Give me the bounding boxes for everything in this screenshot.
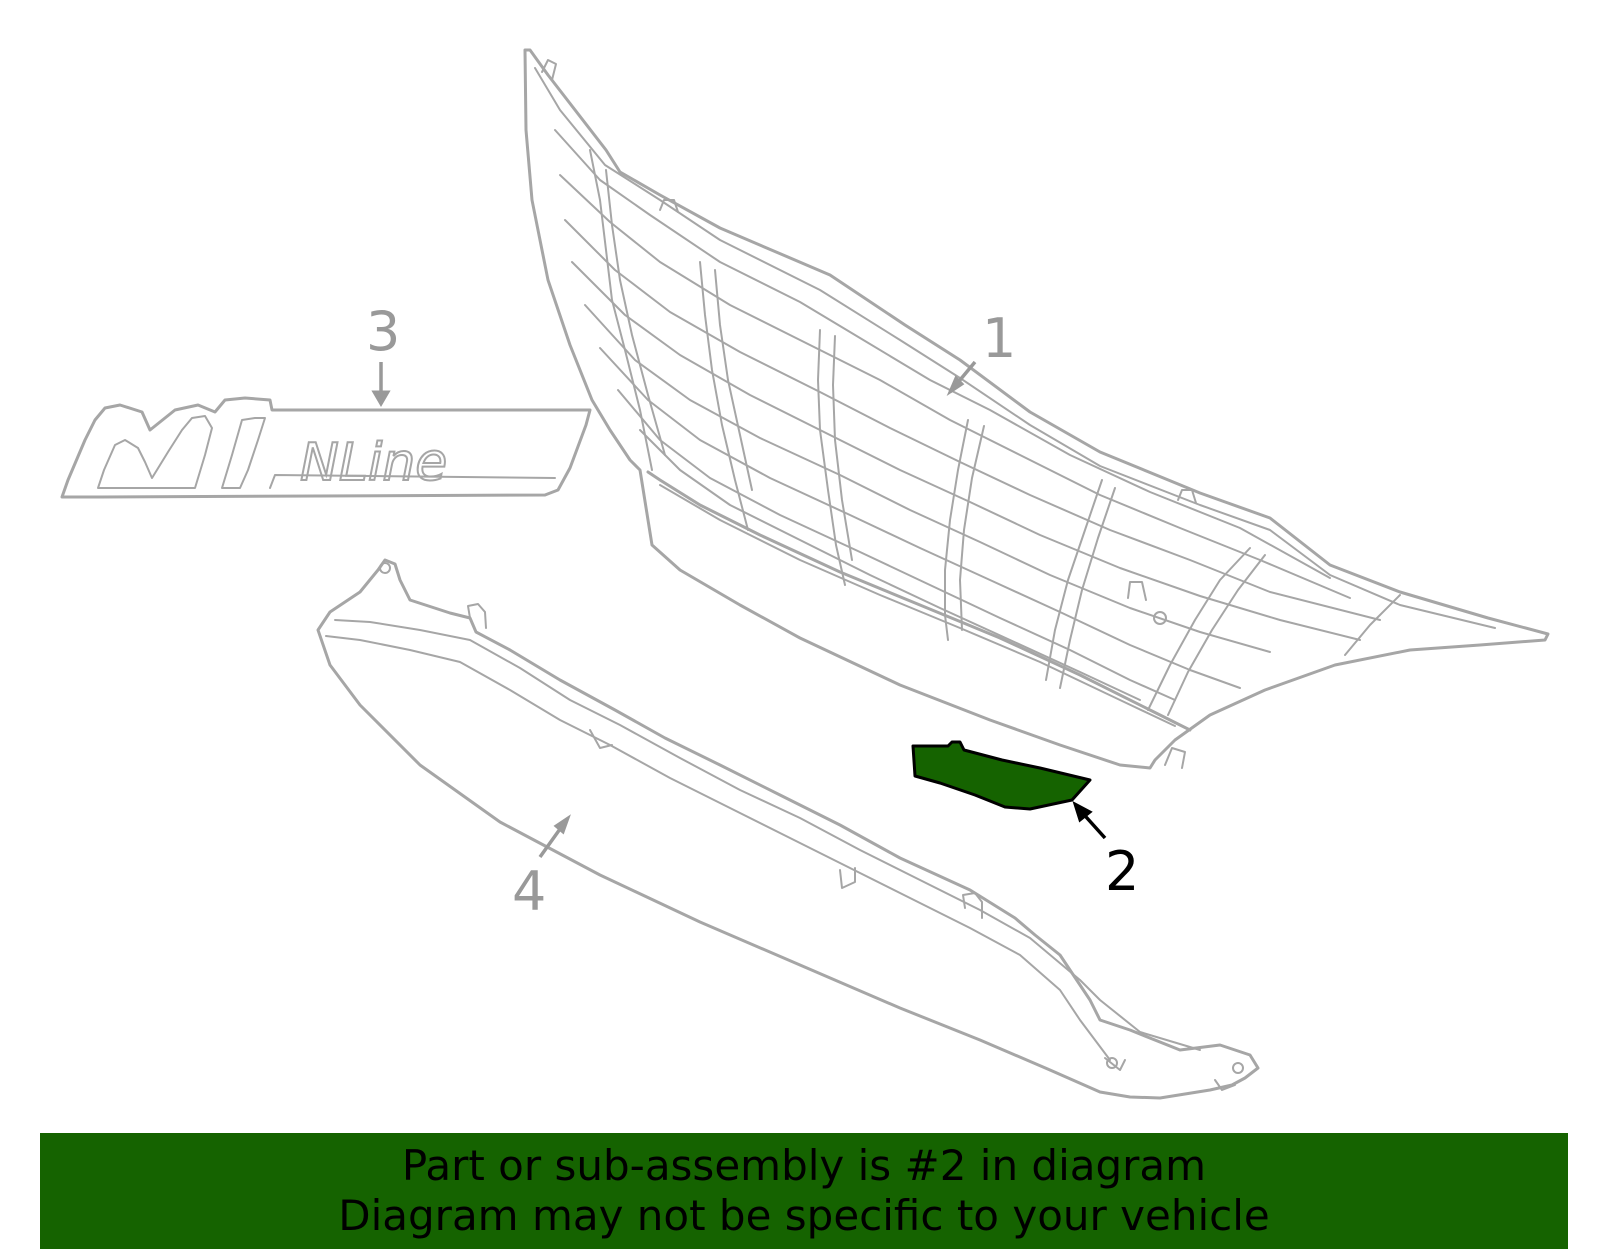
callout-1: 1 bbox=[946, 307, 1016, 397]
callout-3: 3 bbox=[366, 300, 400, 407]
part-2-highlighted-molding[interactable] bbox=[911, 740, 1092, 811]
callout-4-label: 4 bbox=[512, 860, 546, 923]
callout-3-label: 3 bbox=[366, 300, 400, 363]
callout-2-label: 2 bbox=[1105, 840, 1139, 903]
banner-line-2: Diagram may not be specific to your vehi… bbox=[338, 1191, 1270, 1240]
emblem-text: NLine bbox=[300, 433, 447, 493]
part-1-grille[interactable] bbox=[523, 48, 1550, 770]
banner-line-1: Part or sub-assembly is #2 in diagram bbox=[401, 1141, 1207, 1190]
callout-4: 4 bbox=[512, 814, 571, 923]
callout-1-label: 1 bbox=[982, 307, 1016, 370]
part-3-nline-emblem[interactable]: NLine bbox=[60, 396, 592, 499]
part-4-lower-molding[interactable] bbox=[316, 558, 1260, 1100]
info-banner: Part or sub-assembly is #2 in diagram Di… bbox=[40, 1133, 1568, 1249]
callout-2: 2 bbox=[1072, 800, 1139, 903]
